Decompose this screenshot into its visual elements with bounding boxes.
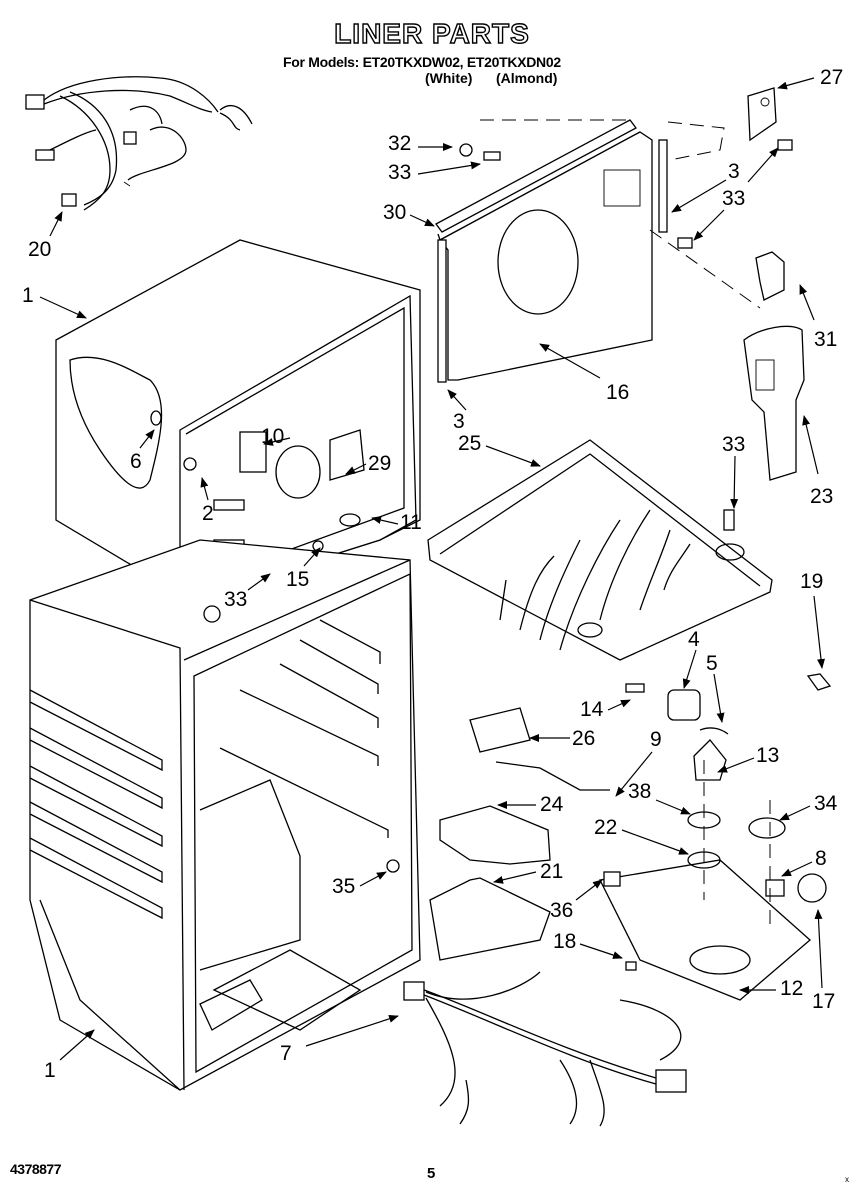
callout-13: 13 — [756, 744, 779, 767]
callout-23: 23 — [810, 485, 833, 508]
callout-33b: 33 — [722, 187, 745, 210]
callout-22: 22 — [594, 816, 617, 839]
callout-10: 10 — [261, 425, 284, 448]
callout-21: 21 — [540, 860, 563, 883]
callout-38: 38 — [628, 780, 651, 803]
cover-plate — [677, 87, 793, 249]
document-code: 4378877 — [10, 1161, 62, 1177]
callout-3b: 3 — [453, 410, 465, 433]
callout-26: 26 — [572, 727, 595, 750]
page-number: 5 — [427, 1165, 436, 1182]
callout-18: 18 — [553, 930, 576, 953]
model-color-almond: (Almond) — [496, 70, 558, 86]
freezer-liner — [55, 239, 421, 601]
callout-24: 24 — [540, 793, 564, 816]
callout-16: 16 — [606, 381, 629, 404]
callout-34: 34 — [814, 792, 838, 815]
callout-17: 17 — [812, 990, 835, 1013]
corner-mark: x — [845, 1175, 849, 1184]
air-duct — [743, 325, 805, 481]
callout-6: 6 — [130, 450, 142, 473]
callout-12: 12 — [780, 977, 803, 1000]
callout-19: 19 — [800, 570, 823, 593]
clip-19 — [806, 673, 832, 691]
callout-1b: 1 — [44, 1059, 56, 1082]
callout-32: 32 — [388, 132, 411, 155]
callout-29: 29 — [368, 452, 391, 475]
air-diffuser — [755, 251, 785, 301]
callout-27: 27 — [820, 66, 843, 89]
callout-7: 7 — [280, 1042, 292, 1065]
callout-33a: 33 — [388, 161, 411, 184]
callout-33c: 33 — [722, 433, 745, 456]
callout-5: 5 — [706, 652, 718, 675]
rear-panel-assembly — [435, 119, 761, 383]
shelf-tray — [427, 439, 773, 661]
callout-2: 2 — [202, 502, 214, 525]
callout-11: 11 — [400, 511, 422, 534]
callout-25: 25 — [458, 432, 481, 455]
model-color-white: (White) — [425, 70, 473, 86]
page-title: LINER PARTS — [333, 17, 530, 49]
callouts: 20 32 33 30 27 3 33 31 1 16 3 25 23 10 6… — [22, 66, 843, 1082]
callout-20: 20 — [28, 238, 51, 261]
crisper-covers — [429, 805, 551, 961]
refrigerator-liner — [29, 539, 421, 1091]
wiring-harness-upper — [25, 76, 253, 211]
callout-14: 14 — [580, 698, 604, 721]
callout-4: 4 — [688, 628, 700, 651]
models-line: For Models: ET20TKXDW02, ET20TKXDN02 — [283, 54, 561, 70]
callout-33d: 33 — [224, 588, 247, 611]
callout-8: 8 — [815, 847, 827, 870]
callout-15: 15 — [286, 568, 309, 591]
callout-35: 35 — [332, 875, 355, 898]
callout-30: 30 — [383, 201, 406, 224]
callout-36: 36 — [550, 899, 573, 922]
callout-3a: 3 — [728, 160, 740, 183]
wiring-harness-lower — [403, 971, 687, 1127]
callout-9: 9 — [650, 728, 662, 751]
callout-31: 31 — [814, 328, 837, 351]
callout-1a: 1 — [22, 284, 34, 307]
